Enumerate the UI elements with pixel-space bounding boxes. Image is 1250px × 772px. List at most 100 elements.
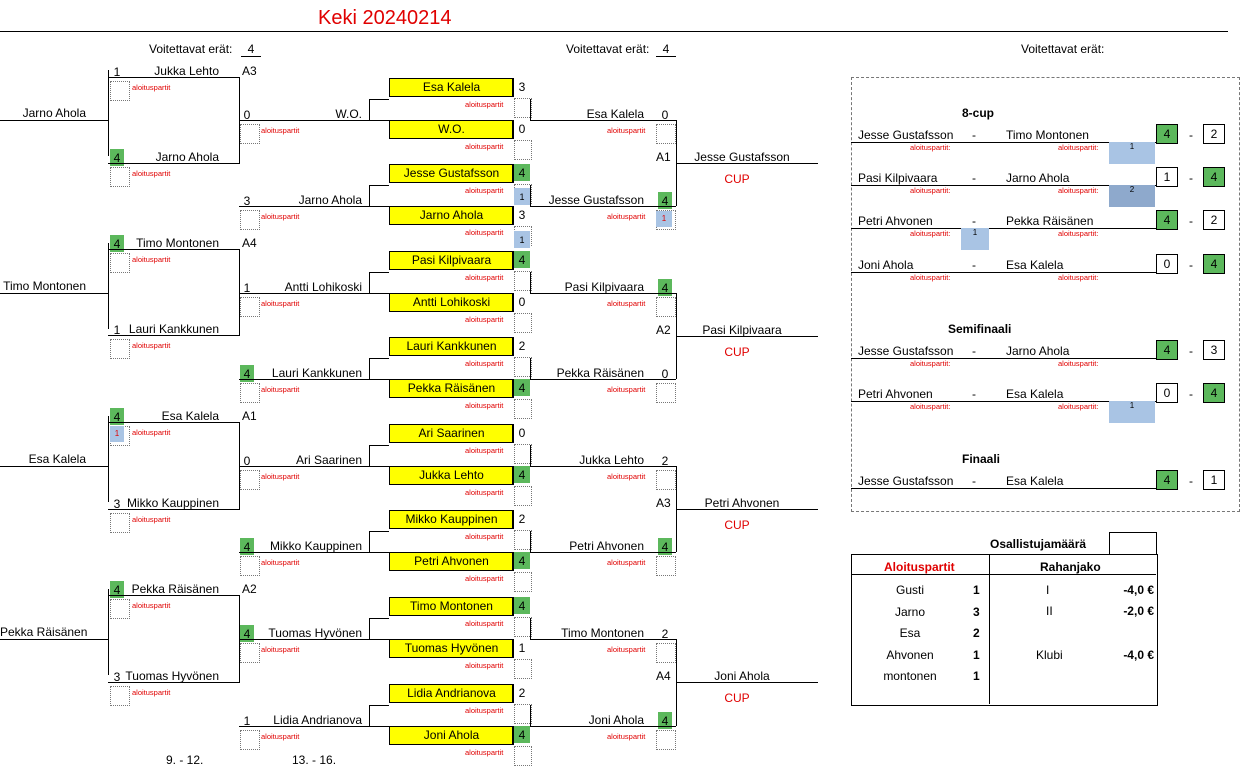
- round1-mark-box[interactable]: [110, 513, 130, 533]
- match-mark-box[interactable]: [514, 617, 532, 637]
- match-score[interactable]: 3: [518, 208, 526, 222]
- round3-mark-box[interactable]: [656, 383, 676, 403]
- round2-mark-box[interactable]: [240, 124, 260, 144]
- match-player-box[interactable]: Antti Lohikoski: [389, 293, 514, 312]
- match-player-box[interactable]: Petri Ahvonen: [389, 552, 514, 571]
- match-mark-box[interactable]: [514, 572, 532, 592]
- round2-score[interactable]: 1: [243, 281, 251, 295]
- round3-score[interactable]: 4: [658, 279, 672, 296]
- round3-score[interactable]: 4: [658, 192, 672, 209]
- match-score[interactable]: 0: [518, 426, 526, 440]
- round2-score[interactable]: 4: [240, 538, 254, 555]
- round3-mark-box[interactable]: [656, 730, 676, 750]
- match-score[interactable]: 4: [514, 164, 530, 181]
- round1-score[interactable]: 1: [113, 323, 121, 337]
- match-score[interactable]: 2: [518, 512, 526, 526]
- cup-score-1[interactable]: 0: [1156, 383, 1178, 403]
- round2-score[interactable]: 4: [240, 365, 254, 382]
- round1-score[interactable]: 1: [113, 65, 121, 79]
- round1-mark-box[interactable]: [110, 686, 130, 706]
- cup-score-2[interactable]: 3: [1203, 340, 1225, 360]
- match-player-box[interactable]: Jarno Ahola: [389, 206, 514, 225]
- round3-mark-box[interactable]: [656, 124, 676, 144]
- match-mark-box[interactable]: [514, 659, 532, 679]
- round3-score[interactable]: 2: [661, 454, 669, 468]
- match-mark-box[interactable]: [514, 313, 532, 333]
- match-player-box[interactable]: Pekka Räisänen: [389, 379, 514, 398]
- round3-score[interactable]: 2: [661, 627, 669, 641]
- match-score[interactable]: 4: [514, 466, 530, 483]
- match-player-box[interactable]: Lauri Kankkunen: [389, 337, 514, 356]
- round3-score[interactable]: 0: [661, 108, 669, 122]
- round2-score[interactable]: 3: [243, 194, 251, 208]
- round1-score[interactable]: 4: [110, 408, 124, 425]
- match-score[interactable]: 3: [518, 80, 526, 94]
- round1-mark-box[interactable]: [110, 167, 130, 187]
- voitettavat-value-2[interactable]: 4: [656, 42, 676, 57]
- match-mark-box[interactable]: [514, 444, 532, 464]
- match-player-box[interactable]: Esa Kalela: [389, 78, 514, 97]
- match-mark-box[interactable]: [514, 399, 532, 419]
- round2-mark-box[interactable]: [240, 297, 260, 317]
- cup-score-1[interactable]: 4: [1156, 210, 1178, 230]
- cup-score-1[interactable]: 4: [1156, 340, 1178, 360]
- round2-score[interactable]: 1: [243, 714, 251, 728]
- match-player-box[interactable]: Jukka Lehto: [389, 466, 514, 485]
- match-player-box[interactable]: Ari Saarinen: [389, 424, 514, 443]
- round3-mark-box[interactable]: [656, 643, 676, 663]
- cup-score-2[interactable]: 4: [1203, 254, 1225, 274]
- round2-mark-box[interactable]: [240, 556, 260, 576]
- round1-mark-box[interactable]: [110, 81, 130, 101]
- match-score[interactable]: 4: [514, 552, 530, 569]
- cup-score-1[interactable]: 0: [1156, 254, 1178, 274]
- round3-mark-box[interactable]: [656, 297, 676, 317]
- match-score[interactable]: 2: [518, 686, 526, 700]
- match-player-box[interactable]: Timo Montonen: [389, 597, 514, 616]
- round1-score[interactable]: 4: [110, 581, 124, 598]
- match-player-box[interactable]: Mikko Kauppinen: [389, 510, 514, 529]
- match-mark-box[interactable]: [514, 140, 532, 160]
- match-player-box[interactable]: Lidia Andrianova: [389, 684, 514, 703]
- round2-score[interactable]: 0: [243, 454, 251, 468]
- round3-score[interactable]: 4: [658, 712, 672, 729]
- round2-mark-box[interactable]: [240, 210, 260, 230]
- round2-mark-box[interactable]: [240, 470, 260, 490]
- match-player-box[interactable]: W.O.: [389, 120, 514, 139]
- round2-mark-box[interactable]: [240, 643, 260, 663]
- cup-score-1[interactable]: 4: [1156, 470, 1178, 490]
- cup-score-1[interactable]: 1: [1156, 167, 1178, 187]
- match-mark-box[interactable]: [514, 271, 532, 291]
- round2-mark-box[interactable]: [240, 730, 260, 750]
- cup-score-2[interactable]: 2: [1203, 124, 1225, 144]
- round2-score[interactable]: 4: [240, 625, 254, 642]
- match-score[interactable]: 0: [518, 122, 526, 136]
- round3-mark-box[interactable]: [656, 470, 676, 490]
- match-score[interactable]: 4: [514, 251, 530, 268]
- round2-score[interactable]: 0: [243, 108, 251, 122]
- round3-score[interactable]: 4: [658, 538, 672, 555]
- match-mark-box[interactable]: [514, 357, 532, 377]
- match-mark-box[interactable]: [514, 704, 532, 724]
- round1-score[interactable]: 3: [113, 497, 121, 511]
- match-score[interactable]: 4: [514, 726, 530, 743]
- match-player-box[interactable]: Tuomas Hyvönen: [389, 639, 514, 658]
- match-mark-box[interactable]: [514, 746, 532, 766]
- match-score[interactable]: 2: [518, 339, 526, 353]
- cup-score-1[interactable]: 4: [1156, 124, 1178, 144]
- round3-mark-box[interactable]: [656, 556, 676, 576]
- match-player-box[interactable]: Jesse Gustafsson: [389, 164, 514, 183]
- match-score[interactable]: 0: [518, 295, 526, 309]
- osallistuja-input[interactable]: [1109, 532, 1157, 555]
- round1-score[interactable]: 3: [113, 670, 121, 684]
- cup-score-2[interactable]: 1: [1203, 470, 1225, 490]
- round3-score[interactable]: 0: [661, 367, 669, 381]
- round1-score[interactable]: 4: [110, 149, 124, 166]
- match-score[interactable]: 4: [514, 597, 530, 614]
- round1-mark-box[interactable]: [110, 253, 130, 273]
- match-player-box[interactable]: Joni Ahola: [389, 726, 514, 745]
- round1-mark-box[interactable]: [110, 339, 130, 359]
- round1-score[interactable]: 4: [110, 235, 124, 252]
- match-mark-box[interactable]: [514, 98, 532, 118]
- match-mark-box[interactable]: [514, 530, 532, 550]
- round1-mark-box[interactable]: [110, 599, 130, 619]
